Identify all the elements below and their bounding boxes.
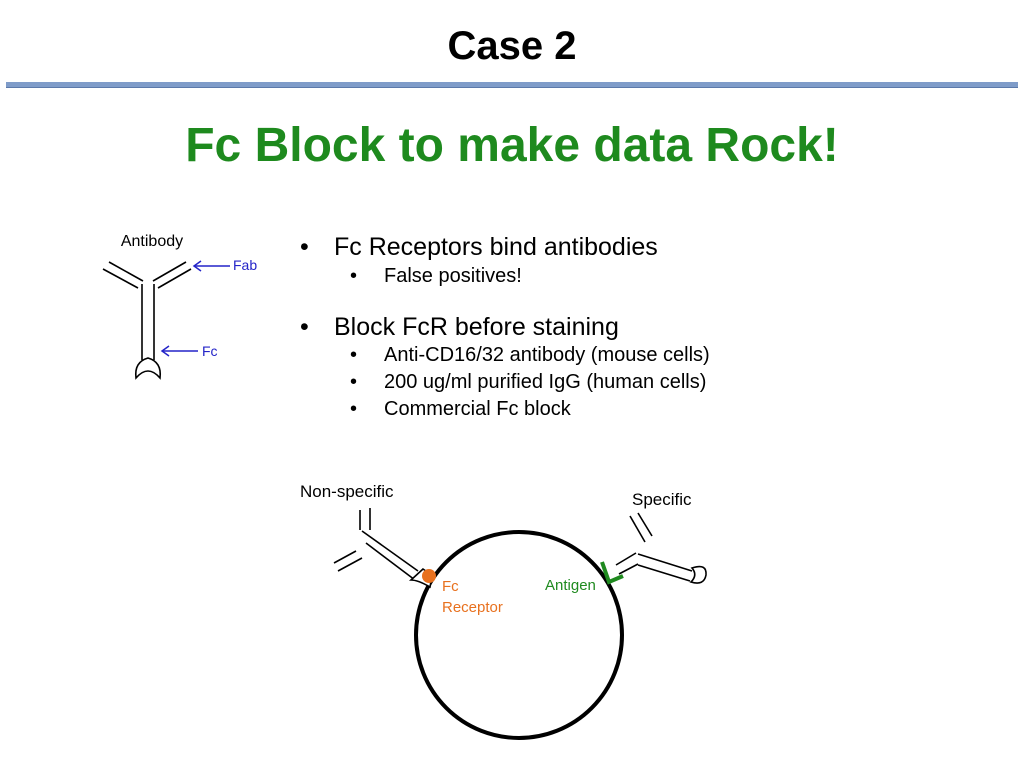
header-divider bbox=[6, 82, 1018, 88]
specific-label: Specific bbox=[632, 490, 692, 509]
bullet-item: Fc Receptors bind antibodies bbox=[300, 232, 900, 263]
specific-antibody bbox=[615, 512, 693, 582]
bullet-item: Block FcR before staining bbox=[300, 312, 900, 343]
binding-diagram: Non-specific Specific Fc Receptor Antige… bbox=[300, 482, 707, 740]
cell-circle bbox=[414, 530, 624, 740]
specific-fc-tail-icon bbox=[689, 565, 707, 584]
antigen-label: Antigen bbox=[545, 577, 596, 594]
fc-arrow-icon bbox=[160, 345, 198, 357]
fc-tail-icon bbox=[134, 357, 162, 380]
sub-bullet-item: Commercial Fc block bbox=[300, 396, 900, 423]
fab-label: Fab bbox=[233, 257, 257, 273]
non-specific-label: Non-specific bbox=[300, 482, 394, 501]
sub-bullet-item: False positives! bbox=[300, 263, 900, 290]
antibody-diagram: Antibody Fab Fc bbox=[102, 233, 257, 380]
fc-label: Fc bbox=[202, 343, 218, 359]
non-specific-antibody bbox=[333, 508, 419, 581]
fc-receptor-label: Fc Receptor bbox=[442, 578, 503, 616]
slide-title: Fc Block to make data Rock! bbox=[185, 119, 839, 172]
fc-receptor-dot bbox=[422, 569, 436, 583]
bullet-list: Fc Receptors bind antibodies False posit… bbox=[300, 232, 900, 423]
antibody-shape bbox=[102, 261, 192, 360]
sub-bullet-item: 200 ug/ml purified IgG (human cells) bbox=[300, 369, 900, 396]
header-title: Case 2 bbox=[447, 24, 577, 68]
antibody-title: Antibody bbox=[121, 233, 183, 250]
sub-bullet-item: Anti-CD16/32 antibody (mouse cells) bbox=[300, 342, 900, 369]
fab-arrow-icon bbox=[192, 260, 230, 272]
antigen-marker-icon bbox=[600, 561, 624, 585]
